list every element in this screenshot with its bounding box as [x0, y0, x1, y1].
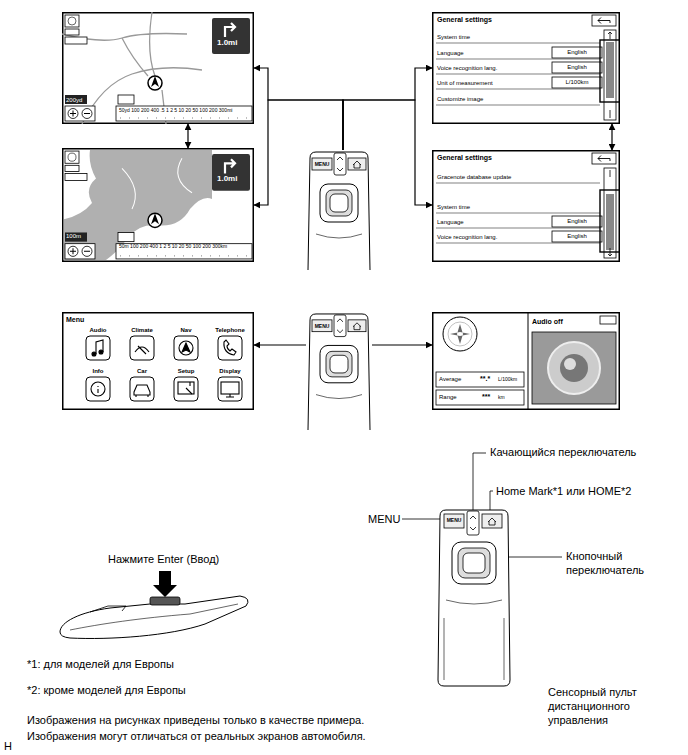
screen-text: **.* — [480, 375, 490, 382]
figure-code: H — [4, 740, 12, 754]
connector-arrow — [254, 344, 306, 345]
remote-body — [306, 312, 372, 430]
menu-screen — [62, 312, 254, 410]
screen-title: General settings — [437, 16, 492, 23]
connector-arrow — [372, 344, 432, 345]
menu-item: Nav — [166, 327, 206, 333]
remote-control: MENU — [306, 150, 372, 270]
screen-text: km — [498, 395, 505, 400]
button-text: MENU — [312, 324, 332, 329]
screen-title: General settings — [437, 154, 492, 161]
footnote: *2: кроме моделей для Европы — [27, 684, 186, 698]
connector-arrow — [187, 124, 188, 148]
screen-text: Language — [437, 50, 464, 56]
screen-text: System time — [437, 34, 470, 40]
menu-item: Display — [210, 368, 250, 374]
menu-item: Telephone — [210, 327, 250, 333]
menu-screen: MenuAudio Climate Nav TelephoneInfo Car Setup… — [62, 312, 254, 410]
screen-text: Gracenote database update — [437, 174, 511, 180]
screen-text: Language — [437, 219, 464, 225]
scale-ticks: 50yd 100 200 400 .5 1 2 5 10 20 50 100 2… — [119, 108, 232, 113]
distance-text: 1.0mi — [217, 39, 237, 47]
button-text: English — [552, 218, 602, 224]
menu-item: Setup — [166, 368, 206, 374]
menu-item: Car — [122, 368, 162, 374]
home-screen: Audio offAverage **.* L/100kmRange *** km — [432, 312, 620, 410]
scale-value: 200yd — [66, 97, 82, 103]
remote-body — [306, 150, 372, 270]
scale-ticks: 50m 100 200 400 1 2 5 10 20 50 100 200 3… — [119, 244, 227, 249]
map-screen: 1.0mi 100m 50m 100 200 400 1 2 5 10 20 50 … — [62, 148, 254, 262]
screen-text: Average — [439, 376, 461, 382]
map-screen: 1.0mi 200yd 50yd 100 200 400 .5 1 2 5 10 2… — [62, 12, 254, 124]
menu-item: Climate — [122, 327, 162, 333]
remote-body — [436, 508, 512, 688]
screen-title: Menu — [66, 316, 84, 323]
screen-text: System time — [437, 204, 470, 210]
screen-text: L/100km — [498, 377, 517, 382]
connector-arrow — [254, 68, 343, 150]
footnote: *1: для моделей для Европы — [27, 658, 174, 672]
button-text: L/100km — [552, 79, 602, 85]
button-text: English — [552, 233, 602, 239]
settings-screen: General settingsSystem timeLanguageEngli… — [432, 12, 620, 124]
scale-value: 100m — [66, 233, 81, 239]
callout-label: MENU — [368, 513, 400, 527]
screen-text: *** — [482, 393, 490, 400]
connector-arrow — [343, 68, 432, 150]
button-text: MENU — [312, 162, 332, 167]
instruction-label: Нажмите Enter (Ввод) — [108, 553, 219, 567]
button-text: English — [552, 64, 602, 70]
button-text: English — [552, 49, 602, 55]
distance-text: 1.0mi — [217, 175, 237, 183]
note: Изображения на рисунках приведены только… — [27, 714, 364, 728]
screen-text: Unit of measurement — [437, 80, 493, 86]
screen-text: Customize image — [437, 96, 483, 102]
side-view — [60, 571, 248, 638]
callout-label: Home Mark*1 или HOME*2 — [496, 485, 631, 499]
caption-label: Сенсорный пульт дистанционного управлени… — [548, 686, 673, 727]
screen-title: Audio off — [532, 318, 563, 325]
screen-text: Voice recognition lang. — [437, 65, 497, 71]
menu-item: Info — [78, 368, 118, 374]
menu-item: Audio — [78, 327, 118, 333]
note: Изображения могут отличаться от реальных… — [27, 730, 366, 744]
button-text: MENU — [444, 518, 464, 523]
home-screen — [432, 312, 620, 410]
screen-text: Range — [439, 394, 457, 400]
remote-control: MENU — [436, 508, 512, 688]
callout-label: Кнопочный переключатель — [566, 550, 666, 578]
settings-screen: General settingsGracenote database updat… — [432, 150, 620, 262]
callout-label: Качающийся переключатель — [490, 446, 636, 460]
connector-arrow — [611, 124, 612, 150]
remote-control: MENU — [306, 312, 372, 430]
screen-text: Voice recognition lang. — [437, 234, 497, 240]
